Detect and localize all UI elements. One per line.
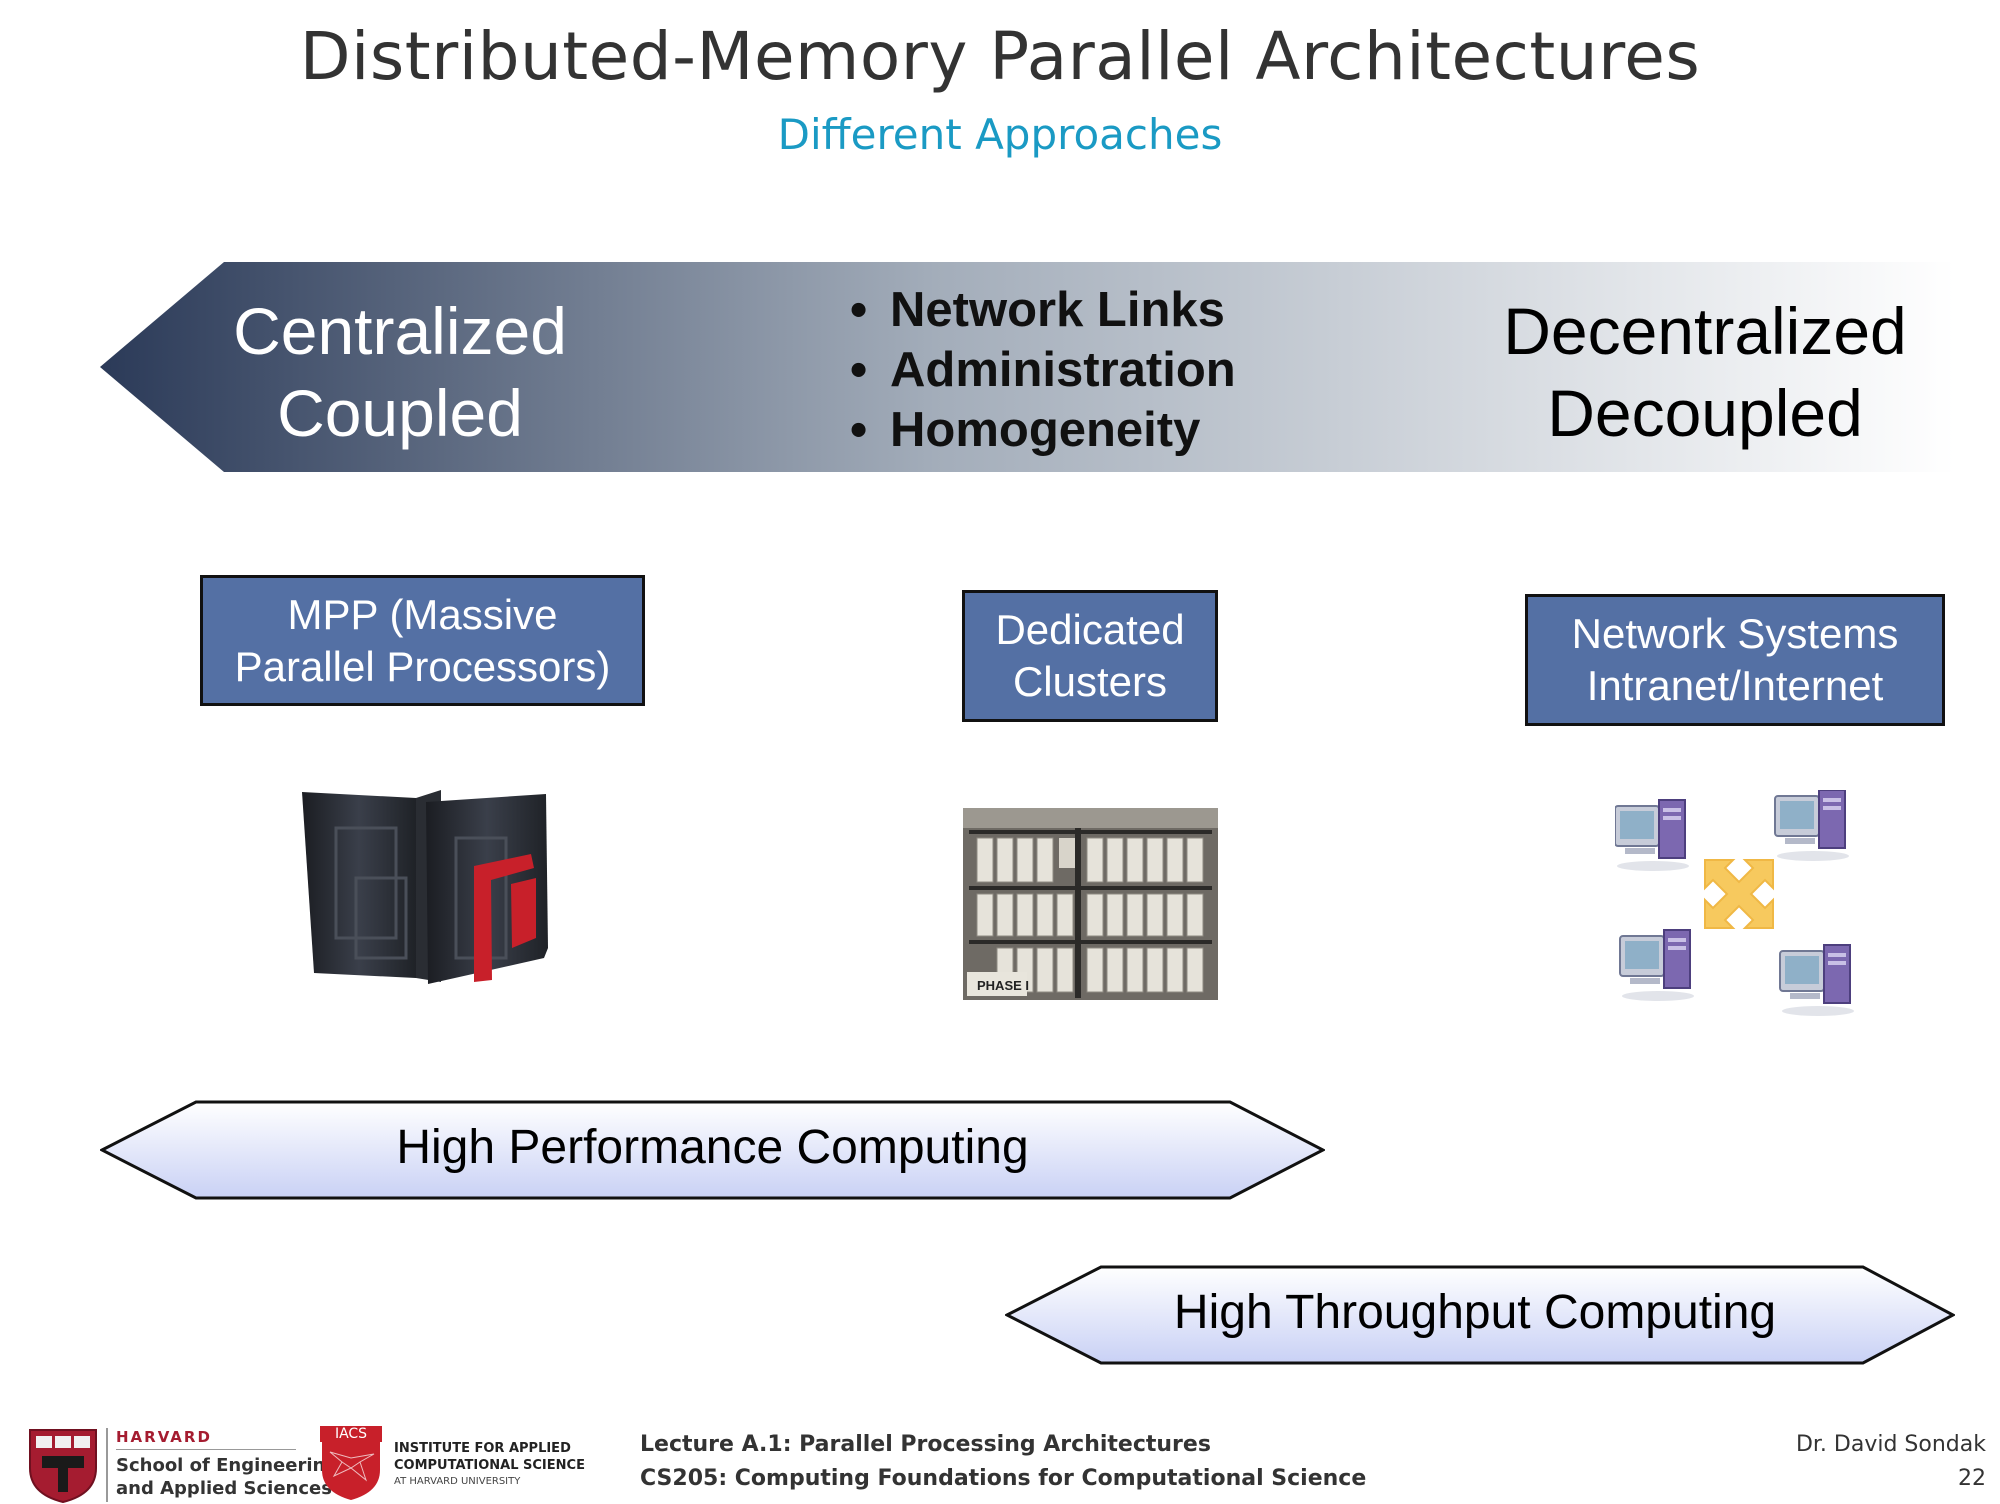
phase-one-caption: PHASE I (977, 978, 1029, 993)
iacs-line1: INSTITUTE FOR APPLIED (394, 1441, 571, 1456)
decentralized-decoupled-label: Decentralized Decoupled (1470, 290, 1940, 454)
networked-computers-icon (1615, 790, 1855, 1017)
iacs-logo: IACS INSTITUTE FOR APPLIED COMPUTATIONAL… (320, 1426, 585, 1502)
clusters-line2: Clusters (1012, 658, 1168, 705)
footer-course: CS205: Computing Foundations for Computa… (640, 1466, 1367, 1491)
htc-banner (1005, 1265, 1955, 1365)
footer-lecture: Lecture A.1: Parallel Processing Archite… (640, 1432, 1211, 1457)
clusters-line1: Dedicated (995, 606, 1185, 653)
harvard-seas-logo: HARVARD School of Engineering and Applie… (28, 1428, 338, 1504)
harvard-shield-icon (29, 1429, 97, 1504)
tradeoff-bullets: Network Links Administration Homogeneity (850, 280, 1236, 460)
mpp-line1: MPP (Massive (287, 590, 558, 638)
cluster-photo-icon: PHASE I (963, 808, 1218, 1000)
centralized-coupled-label: Centralized Coupled (190, 290, 610, 454)
iacs-abbrev: IACS (320, 1426, 382, 1442)
bullet-homogeneity: Homogeneity (850, 400, 1236, 460)
footer-author-page: Dr. David Sondak 22 (1796, 1428, 1986, 1496)
iacs-line3: AT HARVARD UNIVERSITY (394, 1476, 521, 1487)
hpc-label: High Performance Computing (396, 1121, 1029, 1174)
iacs-line2: COMPUTATIONAL SCIENCE (394, 1458, 585, 1473)
dedicated-clusters-box: Dedicated Clusters (962, 590, 1218, 722)
network-systems-box: Network Systems Intranet/Internet (1525, 594, 1945, 726)
decentralized-text: Decentralized (1503, 294, 1907, 368)
bullet-administration: Administration (850, 340, 1236, 400)
harvard-school-line1: School of Engineering (116, 1455, 339, 1476)
slide-title: Distributed-Memory Parallel Architecture… (299, 18, 1701, 95)
network-line1: Network Systems (1571, 610, 1899, 657)
hpc-banner (100, 1100, 1325, 1200)
bullet-network-links: Network Links (850, 280, 1236, 340)
footer-course-info: Lecture A.1: Parallel Processing Archite… (640, 1428, 1366, 1496)
mpp-box: MPP (Massive Parallel Processors) (200, 575, 645, 706)
coupled-text: Coupled (277, 376, 523, 450)
page-number: 22 (1958, 1466, 1986, 1491)
harvard-name: HARVARD (116, 1428, 212, 1446)
harvard-school-line2: and Applied Sciences (116, 1478, 332, 1499)
mpp-line2: Parallel Processors) (234, 642, 611, 690)
htc-label: High Throughput Computing (1173, 1286, 1777, 1339)
network-connection-icon (1704, 859, 1774, 929)
slide-subtitle: Different Approaches (777, 110, 1223, 159)
centralized-text: Centralized (233, 294, 567, 368)
network-line2: Intranet/Internet (1586, 662, 1884, 709)
footer-author: Dr. David Sondak (1795, 1432, 1986, 1457)
supercomputer-icon (302, 790, 548, 984)
iacs-shield-icon: IACS (320, 1426, 382, 1502)
decoupled-text: Decoupled (1547, 376, 1863, 450)
